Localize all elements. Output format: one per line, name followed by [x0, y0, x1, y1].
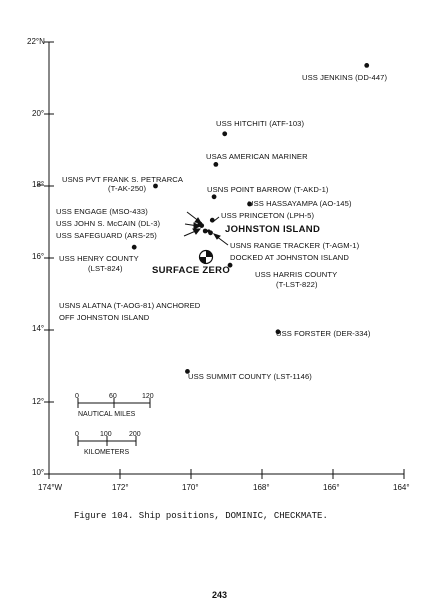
ship-marker-hassayampa	[247, 201, 252, 207]
lat-label-20: 20°	[32, 109, 45, 118]
scale-bar-kilometers	[77, 436, 137, 446]
ship-marker-harris-county	[227, 262, 233, 268]
km-scale-tick-0: 0	[75, 431, 79, 438]
ship-marker-safeguard	[202, 228, 208, 234]
ship-label-jenkins: USS JENKINS (DD-447)	[302, 73, 388, 82]
ship-marker-henry-county	[131, 244, 137, 250]
ship-label-forster: USS FORSTER (DER-334)	[276, 329, 371, 338]
lon-label-172: 172°	[112, 483, 129, 492]
ship-label-american-mariner: USAS AMERICAN MARINER	[206, 152, 308, 161]
lat-label-22: 22°N	[27, 37, 45, 46]
page-number: 243	[212, 590, 228, 600]
lat-label-14: 14°	[32, 324, 45, 333]
ship-label-harris-county-line1: USS HARRIS COUNTY	[255, 270, 338, 279]
lon-label-170: 170°	[182, 483, 199, 492]
surface-zero-marker	[198, 249, 214, 265]
ship-label-petrarca-line1: USNS PVT FRANK S. PETRARCA	[62, 175, 184, 184]
km-scale-label: KILOMETERS	[84, 449, 130, 456]
ship-label-summit-county: USS SUMMIT COUNTY (LST-1146)	[188, 372, 312, 381]
range-tracker-arrow	[212, 233, 221, 240]
scale-bar-nautical-miles	[77, 398, 151, 408]
johnston-island-label: JOHNSTON ISLAND	[225, 224, 321, 235]
johnston-island-marker	[207, 229, 211, 233]
ship-label-mccain: USS JOHN S. McCAIN (DL-3)	[56, 219, 161, 228]
ship-marker-princeton	[209, 217, 215, 223]
ship-marker-american-mariner	[213, 162, 219, 167]
ship-marker-jenkins	[364, 63, 370, 68]
nm-scale-label: NAUTICAL MILES	[78, 411, 136, 418]
ship-label-safeguard: USS SAFEGUARD (ARS-25)	[56, 231, 157, 240]
ship-label-harris-county-line2: (T-LST-822)	[276, 280, 318, 289]
figure-caption: Figure 104. Ship positions, DOMINIC, CHE…	[74, 511, 328, 521]
km-scale-tick-100: 100	[100, 431, 112, 438]
ship-marker-summit-county	[185, 369, 190, 374]
ship-marker-petrarca	[153, 183, 158, 189]
ship-label-henry-county-line2: (LST-824)	[88, 264, 123, 273]
ship-label-alatna-line2: OFF JOHNSTON ISLAND	[59, 313, 150, 322]
mccain-arrow	[193, 222, 202, 230]
surface-zero-label: SURFACE ZERO	[152, 265, 231, 276]
ship-label-engage: USS ENGAGE (MSO-433)	[56, 207, 148, 216]
ship-label-range-tracker-line2: DOCKED AT JOHNSTON ISLAND	[230, 253, 349, 262]
ship-label-princeton: USS PRINCETON (LPH-5)	[221, 211, 315, 220]
ship-label-point-barrow: USNS POINT BARROW (T-AKD-1)	[207, 185, 329, 194]
ship-label-henry-county-line1: USS HENRY COUNTY	[59, 254, 139, 263]
lat-label-12: 12°	[32, 397, 45, 406]
ship-label-hassayampa: USS HASSAYAMPA (AO-145)	[248, 199, 352, 208]
ship-marker-point-barrow	[211, 194, 217, 200]
lat-label-16: 16°	[32, 252, 45, 261]
lon-label-164: 164°	[393, 483, 410, 492]
nm-scale-tick-0: 0	[75, 393, 79, 400]
nm-scale-tick-60: 60	[109, 393, 117, 400]
nm-scale-tick-120: 120	[142, 393, 154, 400]
engage-arrow	[194, 217, 202, 224]
ship-label-hitchiti: USS HITCHITI (ATF-103)	[216, 119, 305, 128]
ship-label-petrarca-line2: (T-AK-250)	[108, 184, 147, 193]
lon-label-166: 166°	[323, 483, 340, 492]
lat-label-18: 18°	[32, 180, 45, 189]
ship-marker-forster	[275, 329, 281, 335]
lat-label-10: 10°	[32, 468, 45, 477]
lon-label-168: 168°	[253, 483, 270, 492]
safeguard-arrow	[192, 228, 202, 235]
lon-label-174: 174°W	[38, 483, 63, 492]
ship-marker-mccain	[199, 223, 205, 229]
ship-label-range-tracker-line1: USNS RANGE TRACKER (T-AGM-1)	[230, 241, 360, 250]
ship-marker-hitchiti	[222, 131, 228, 137]
km-scale-tick-200: 200	[129, 431, 141, 438]
princeton-leader	[213, 216, 220, 222]
ship-label-alatna-line1: USNS ALATNA (T-AOG-81) ANCHORED	[59, 301, 201, 310]
